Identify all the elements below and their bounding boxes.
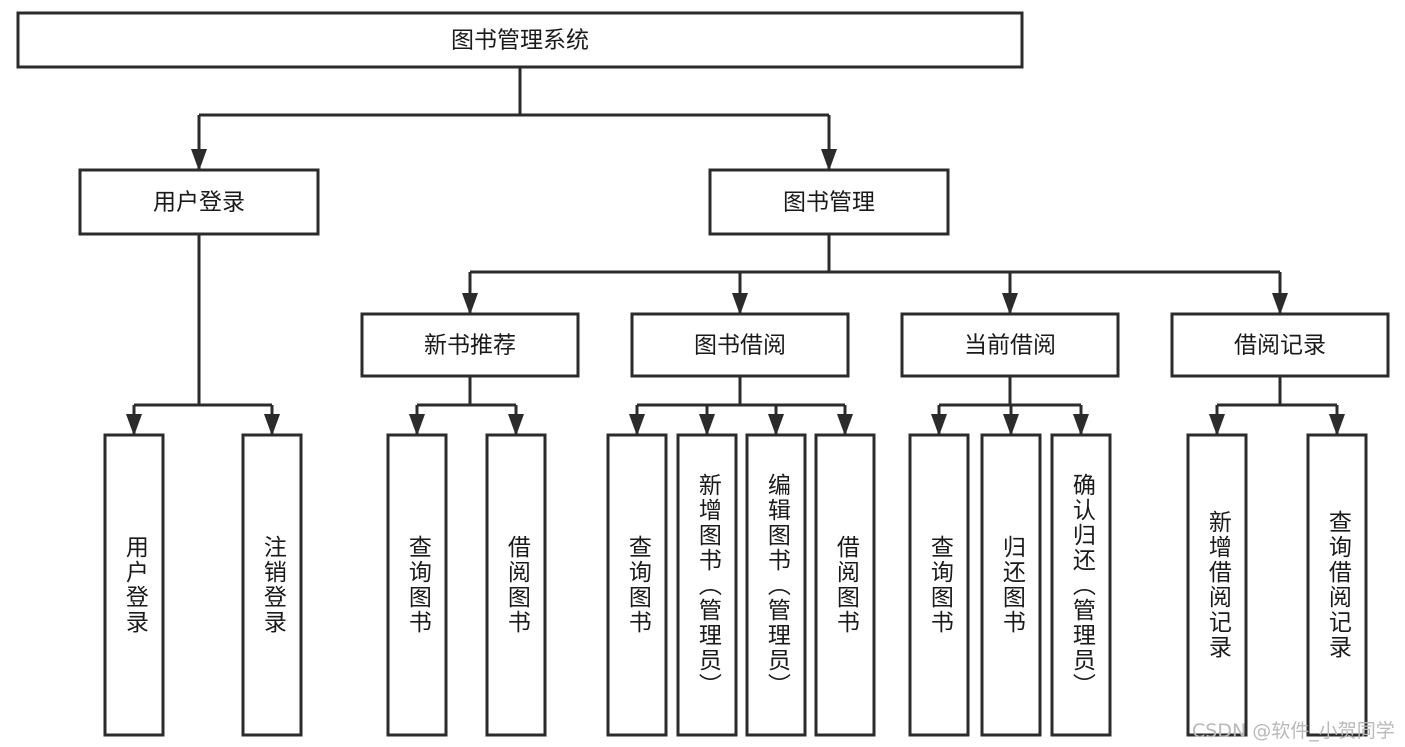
level2-node-label-book-management: 图书管理 [783,190,875,216]
level3-node-new-book-recommend[interactable] [360,312,580,378]
arrow-head-icon [191,149,207,171]
root-node-图书管理系统[interactable] [16,11,1024,69]
arrow-head-icon [1073,414,1089,436]
root-node-label: 图书管理系统 [451,28,589,54]
arrow-head-icon [768,414,784,436]
level3-node-label-new-book-recommend: 新书推荐 [424,333,516,359]
leaf-node-leaf-borrow-book-2[interactable] [814,433,876,737]
arrow-head-icon [508,414,524,436]
arrow-head-icon [699,414,715,436]
leaf-node-leaf-query-record[interactable] [1306,433,1368,737]
leaf-node-leaf-user-logout[interactable] [241,433,303,737]
arrow-head-icon [126,414,142,436]
arrow-head-icon [462,293,478,315]
arrow-head-icon [1329,414,1345,436]
arrow-head-icon [1003,414,1019,436]
leaf-node-leaf-add-book[interactable] [676,433,738,737]
arrow-head-icon [1002,293,1018,315]
leaf-node-leaf-edit-book[interactable] [745,433,807,737]
leaf-node-leaf-add-record[interactable] [1186,433,1248,737]
connector-layer [126,67,1345,436]
level3-node-book-borrow[interactable] [630,312,850,378]
leaf-node-leaf-query-book-2[interactable] [606,433,668,737]
level3-node-label-borrow-record: 借阅记录 [1234,333,1326,359]
arrow-head-icon [732,293,748,315]
level3-node-current-borrow[interactable] [900,312,1120,378]
level2-node-book-management[interactable] [708,168,950,236]
leaf-node-leaf-query-book-1[interactable] [386,433,448,737]
arrow-head-icon [821,149,837,171]
arrow-head-icon [1209,414,1225,436]
node-layer [16,11,1390,737]
leaf-node-leaf-query-book-3[interactable] [908,433,970,737]
leaf-node-leaf-borrow-book-1[interactable] [485,433,547,737]
level3-node-label-book-borrow: 图书借阅 [694,333,786,359]
arrow-head-icon [264,414,280,436]
leaf-node-leaf-return-book[interactable] [980,433,1042,737]
arrow-head-icon [409,414,425,436]
leaf-node-leaf-confirm-return[interactable] [1050,433,1112,737]
leaf-node-leaf-user-login[interactable] [103,433,165,737]
level3-node-label-current-borrow: 当前借阅 [964,333,1056,359]
arrow-head-icon [931,414,947,436]
arrow-head-icon [629,414,645,436]
level2-node-user-login[interactable] [78,168,320,236]
arrow-head-icon [837,414,853,436]
level2-node-label-user-login: 用户登录 [153,190,245,216]
arrow-head-icon [1272,293,1288,315]
level3-node-borrow-record[interactable] [1170,312,1390,378]
